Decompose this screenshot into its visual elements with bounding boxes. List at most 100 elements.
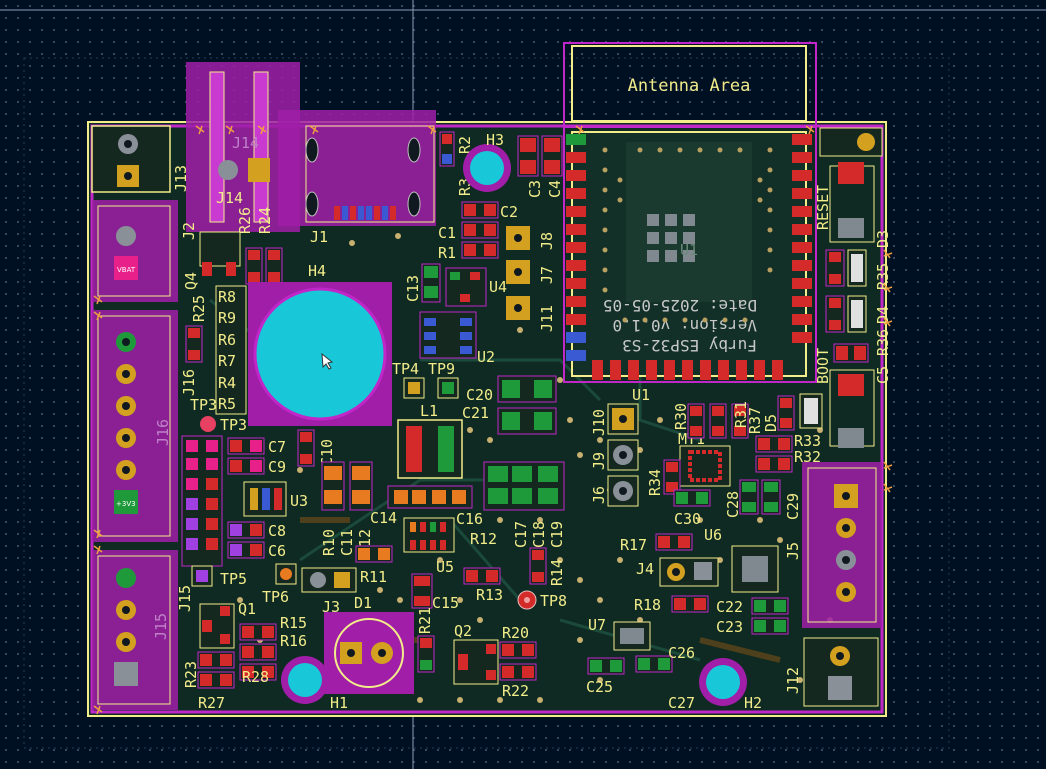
ref-R15: R15 — [280, 614, 307, 632]
capacitor-C21[interactable] — [497, 407, 557, 435]
capacitor-C22[interactable] — [751, 597, 789, 615]
capacitor-C7[interactable] — [227, 437, 265, 455]
capacitor-C23[interactable] — [751, 617, 789, 635]
resistor-R11[interactable] — [355, 545, 393, 563]
resistor-R27[interactable] — [197, 651, 235, 689]
resistor-R15[interactable] — [239, 623, 277, 641]
capacitor-C25[interactable] — [587, 657, 625, 675]
R2-pad-1 — [442, 134, 452, 144]
capacitor-C28[interactable] — [739, 479, 759, 515]
C13-pad-2 — [424, 286, 438, 298]
transistor-Q4[interactable] — [199, 231, 241, 267]
capacitor-C1[interactable] — [461, 221, 499, 239]
resistor-R33[interactable] — [755, 435, 793, 453]
resistor-R12[interactable] — [463, 567, 501, 585]
resistor-R35[interactable] — [825, 249, 845, 287]
capacitor-C11[interactable] — [321, 461, 345, 511]
resistor-R1[interactable] — [461, 241, 499, 259]
capacitor-C10[interactable] — [297, 429, 315, 467]
capacitor-C30[interactable] — [673, 489, 711, 507]
resistor-R34[interactable] — [663, 459, 681, 495]
esp32-pad-1[interactable] — [566, 134, 586, 145]
capacitor-C8[interactable] — [227, 521, 265, 539]
testpoint-TP3[interactable] — [200, 416, 216, 432]
ref-C4: C4 — [546, 180, 564, 198]
capacitor-C12[interactable] — [349, 461, 373, 511]
resistor-R31[interactable] — [709, 403, 727, 439]
J1-outline — [305, 125, 435, 223]
resistor-R28[interactable] — [239, 663, 277, 681]
capacitor-C6[interactable] — [227, 541, 265, 559]
resistor-R20[interactable] — [499, 641, 537, 659]
J14-pin-1[interactable] — [248, 158, 270, 182]
hole-H2[interactable] — [706, 665, 740, 699]
ref-R17: R17 — [620, 536, 647, 554]
capacitor-C2[interactable] — [461, 201, 499, 219]
resistor-R30[interactable] — [687, 403, 705, 439]
ref-R22: R22 — [502, 682, 529, 700]
resistor-R22[interactable] — [499, 663, 537, 681]
ref-C23: C23 — [716, 618, 743, 636]
hole-H3[interactable] — [470, 151, 504, 185]
connector-J2[interactable] — [92, 200, 178, 302]
ref-C27: C27 — [668, 694, 695, 712]
ref-C30: C30 — [674, 510, 701, 528]
ref-J6: J6 — [590, 486, 608, 504]
J2-pin-label: VBAT — [117, 266, 136, 274]
capacitor-C20[interactable] — [497, 375, 557, 403]
resistor-R36[interactable] — [825, 295, 845, 333]
resistor-R32[interactable] — [755, 455, 793, 473]
capacitor-C29[interactable] — [761, 479, 781, 515]
capacitor-C5[interactable] — [833, 343, 869, 363]
resistor-R14[interactable] — [529, 547, 547, 585]
resistor-R25[interactable] — [185, 325, 203, 363]
J16-outline — [97, 315, 171, 537]
Q2-pad-2 — [486, 644, 496, 654]
resistor-R33-column[interactable] — [777, 393, 823, 431]
antenna-area-label: Antenna Area — [628, 76, 751, 96]
ref-R10: R10 — [320, 529, 338, 556]
capacitor-C9[interactable] — [227, 457, 265, 475]
resistor-array-R4-R9[interactable] — [215, 285, 247, 415]
J4-pin-2[interactable] — [694, 562, 712, 580]
resistor-R17[interactable] — [655, 533, 693, 551]
resistor-R26[interactable] — [245, 247, 263, 285]
J12-pin-1[interactable] — [828, 676, 852, 700]
ref-U4: U4 — [489, 278, 507, 296]
J2-pin-2[interactable] — [116, 226, 136, 246]
capacitor-C26[interactable] — [635, 655, 673, 673]
capacitor-C15[interactable] — [411, 573, 433, 609]
esp32-module-courtyard[interactable] — [563, 126, 817, 383]
resistor-R24[interactable] — [265, 247, 283, 285]
resistor-R18[interactable] — [671, 595, 709, 613]
J12-hole-2 — [836, 652, 844, 660]
capacitor-bank-C16-C19[interactable] — [483, 461, 565, 511]
ref-C5: C5 — [874, 366, 892, 384]
resistor-R21[interactable] — [417, 635, 435, 673]
J4-hole-1 — [672, 568, 680, 576]
J8-hole — [514, 234, 522, 242]
hole-H4[interactable] — [253, 287, 387, 421]
esp32-side-pads[interactable] — [566, 134, 812, 380]
resistor-column[interactable] — [181, 435, 223, 567]
J3-pin-1[interactable] — [334, 572, 350, 588]
resistor-R37[interactable] — [731, 403, 749, 439]
led-D3[interactable] — [847, 249, 867, 287]
capacitor-C14[interactable] — [387, 485, 473, 509]
esp32-pad-blue[interactable] — [566, 332, 586, 343]
hole-H1[interactable] — [288, 663, 322, 697]
J2-pin-1[interactable] — [114, 256, 138, 280]
led-D1-pad[interactable] — [324, 612, 414, 694]
Q1-pad-1 — [202, 620, 212, 632]
J5-outline — [807, 467, 877, 623]
J3-pin-2[interactable] — [310, 572, 326, 588]
esp32-pad-blue-2[interactable] — [566, 350, 586, 361]
U5-pads — [410, 522, 446, 550]
led-D4[interactable] — [847, 295, 867, 333]
resistor-R16[interactable] — [239, 643, 277, 661]
J1-shell-pad-4 — [407, 191, 421, 217]
J14-pin-2[interactable] — [218, 160, 238, 180]
ref-C14: C14 — [370, 509, 397, 527]
